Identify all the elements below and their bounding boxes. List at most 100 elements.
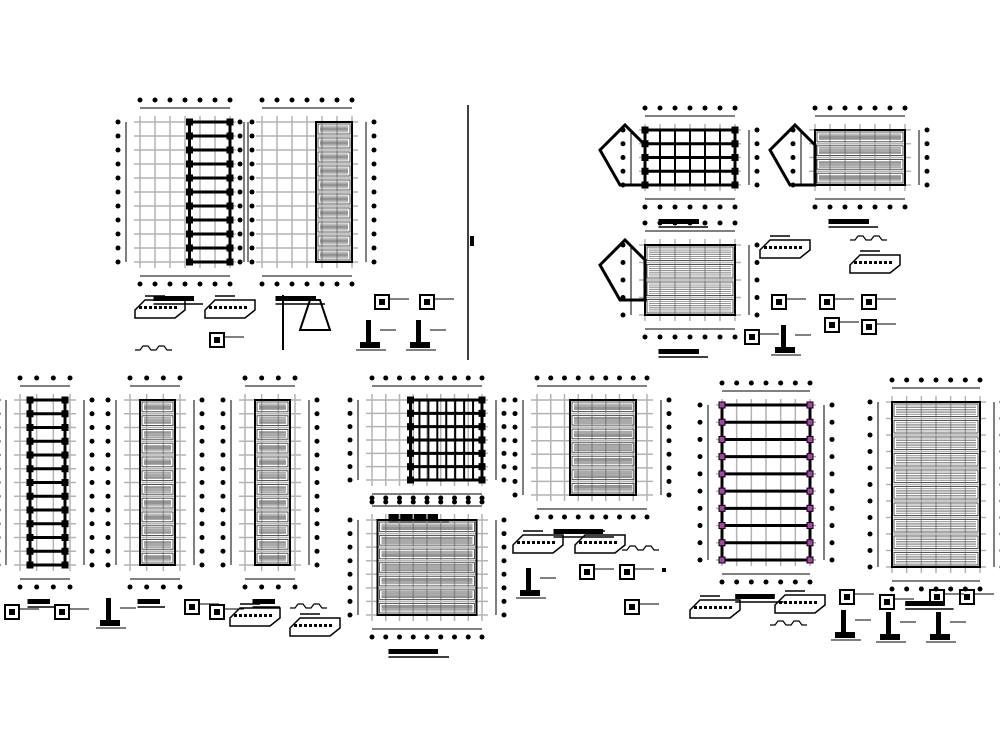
rebar — [609, 541, 612, 544]
detail-core — [424, 299, 430, 305]
rebar — [764, 246, 767, 249]
detail-box — [209, 332, 225, 348]
axis-bubble — [349, 97, 355, 103]
axis-bubble — [924, 155, 930, 160]
axis-bubble — [452, 495, 457, 501]
rebar — [774, 246, 777, 249]
slab-panel — [317, 137, 351, 149]
axis-bubble — [603, 514, 609, 520]
detail-core — [189, 604, 195, 610]
rebar — [809, 601, 812, 604]
axis-bubble — [105, 493, 111, 499]
rebar — [139, 306, 142, 309]
floor-plan-beams — [115, 97, 255, 305]
axis-bubble — [424, 634, 430, 640]
axis-bubble — [0, 412, 1, 416]
axis-bubble — [465, 375, 471, 381]
construction-detail — [959, 589, 994, 605]
beam-frame — [720, 403, 812, 562]
title-bar — [658, 349, 699, 354]
axis-bubble — [620, 141, 626, 147]
axis-bubble — [501, 464, 507, 470]
slab-section — [512, 534, 564, 554]
axis-bubble — [479, 499, 485, 505]
column — [731, 167, 739, 175]
axis-bubble — [829, 402, 835, 408]
axis-bubble — [220, 562, 226, 568]
construction-detail — [574, 530, 626, 554]
footing-stem — [416, 320, 421, 342]
construction-detail — [861, 294, 896, 310]
detail-box — [929, 589, 945, 605]
slab-panel — [571, 442, 635, 453]
detail-core — [934, 594, 940, 600]
rebar — [694, 606, 697, 609]
axis-bubble — [438, 495, 444, 501]
slab-panel — [256, 539, 289, 550]
axis-bubble — [249, 133, 255, 139]
construction-detail — [135, 345, 172, 351]
construction-detail — [849, 250, 901, 274]
axis-bubble — [620, 168, 626, 174]
footing-base — [835, 632, 855, 638]
construction-detail — [879, 594, 914, 610]
rebar — [799, 246, 802, 249]
axis-bubble — [512, 465, 518, 471]
rebar — [874, 261, 877, 264]
slab-panel — [893, 453, 979, 467]
axis-bubble — [115, 245, 121, 251]
axis-bubble — [657, 105, 663, 111]
axis-bubble — [67, 584, 73, 590]
column — [26, 520, 34, 528]
slab-panel — [141, 525, 174, 536]
axis-bubble — [697, 471, 703, 477]
axis-bubble — [89, 562, 95, 568]
rebar — [589, 541, 592, 544]
detail-core — [866, 324, 872, 330]
axis-bubble — [479, 375, 485, 381]
axis-bubble — [424, 499, 430, 505]
axis-bubble — [410, 375, 416, 381]
axis-bubble — [697, 540, 703, 546]
detail-core — [624, 569, 630, 575]
rebar — [144, 306, 147, 309]
detail-core — [824, 299, 830, 305]
axis-bubble — [754, 155, 760, 160]
axis-bubble — [778, 579, 784, 585]
axis-bubble — [220, 438, 226, 444]
diagonal-wing — [768, 122, 817, 187]
rebar — [304, 624, 307, 627]
column — [186, 244, 193, 252]
axis-bubble — [452, 634, 457, 640]
axis-bubble — [548, 375, 554, 381]
rebar — [329, 624, 332, 627]
axis-bubble — [259, 375, 265, 381]
floor-plan-slab — [237, 97, 377, 305]
construction-detail — [356, 320, 396, 351]
slab-panel — [571, 428, 635, 440]
slab-panel — [256, 442, 289, 454]
rebar — [804, 601, 807, 604]
slab-section — [689, 599, 741, 619]
axis-bubble — [237, 231, 243, 237]
axis-bubble — [501, 517, 507, 523]
axis-bubble — [666, 451, 672, 457]
axis-bubble — [620, 155, 626, 160]
construction-detail — [4, 604, 39, 620]
axis-bubble — [347, 410, 353, 416]
axis-bubble — [199, 548, 205, 554]
axis-bubble — [115, 133, 121, 139]
column — [226, 188, 234, 196]
slab-panel — [141, 401, 174, 413]
axis-bubble — [152, 281, 158, 287]
axis-bubble — [259, 281, 265, 287]
axis-bubble — [397, 634, 402, 640]
axis-bubble — [763, 579, 769, 585]
detail-box — [861, 294, 877, 310]
axis-bubble — [754, 141, 760, 147]
axis-bubble — [732, 220, 738, 226]
column — [806, 504, 814, 512]
axis-bubble — [105, 562, 111, 568]
axis-bubble — [501, 571, 507, 577]
